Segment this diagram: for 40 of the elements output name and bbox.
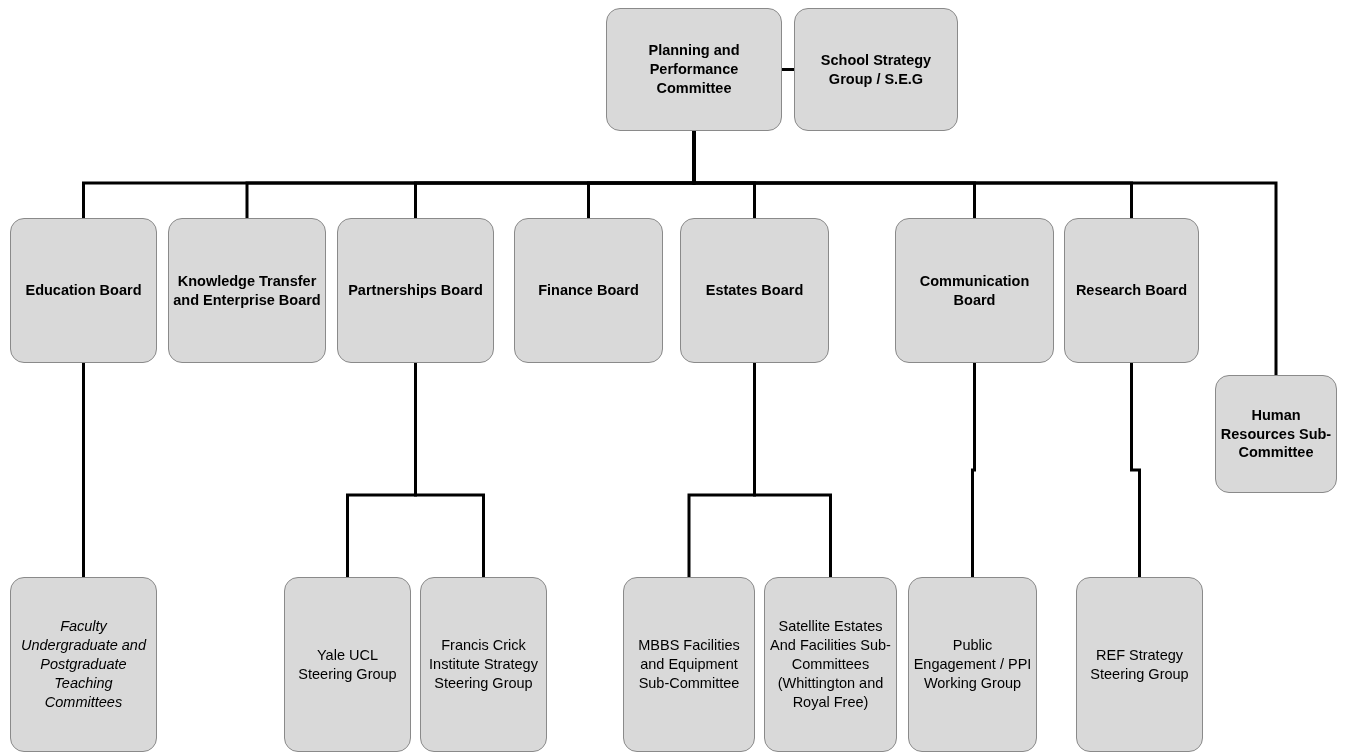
node-label: Knowledge Transfer and Enterprise Board [173, 271, 321, 310]
node-label: Faculty Undergraduate and Postgraduate Teaching Committees [20, 617, 148, 712]
board-box [1215, 375, 1337, 493]
node-label: Finance Board [538, 281, 639, 300]
board-box [10, 218, 157, 363]
board-box [606, 8, 782, 131]
board-box [1064, 218, 1199, 363]
node-label: Francis Crick Institute Strategy Steering Group [428, 636, 539, 693]
node-label: Partnerships Board [348, 281, 483, 300]
node-label: Yale UCL Steering Group [297, 645, 398, 684]
board-box [895, 218, 1054, 363]
node-label: Satellite Estates And Facilities Sub-Committees (Whittington and Royal Free) [769, 617, 892, 712]
connector-line [414, 363, 485, 577]
board-box [680, 218, 829, 363]
node-label: Public Engagement / PPI Working Group [913, 636, 1032, 693]
group-box [284, 577, 411, 752]
group-box [908, 577, 1037, 752]
node-label: School Strategy Group / S.E.G [819, 50, 933, 89]
node-label: Planning and Performance Committee [647, 41, 741, 98]
board-box [514, 218, 663, 363]
board-box [337, 218, 494, 363]
connector-line [971, 363, 976, 577]
connector-line [1130, 363, 1141, 577]
node-label: Research Board [1075, 281, 1188, 300]
node-label: Education Board [25, 281, 142, 300]
group-box [1076, 577, 1203, 752]
node-label: MBBS Facilities and Equipment Sub-Committee [637, 636, 741, 693]
node-label: Human Resources Sub-Committee [1220, 405, 1332, 463]
group-box [764, 577, 897, 752]
node-label: Estates Board [705, 281, 804, 300]
connector-line [82, 363, 85, 577]
connector-line [782, 68, 794, 71]
group-box [623, 577, 755, 752]
board-box [168, 218, 326, 363]
connector-line [753, 363, 832, 577]
board-box [794, 8, 958, 131]
node-label: REF Strategy Steering Group [1089, 645, 1190, 684]
node-label: Communication Board [918, 271, 1031, 310]
group-box [10, 577, 157, 752]
group-box [420, 577, 547, 752]
